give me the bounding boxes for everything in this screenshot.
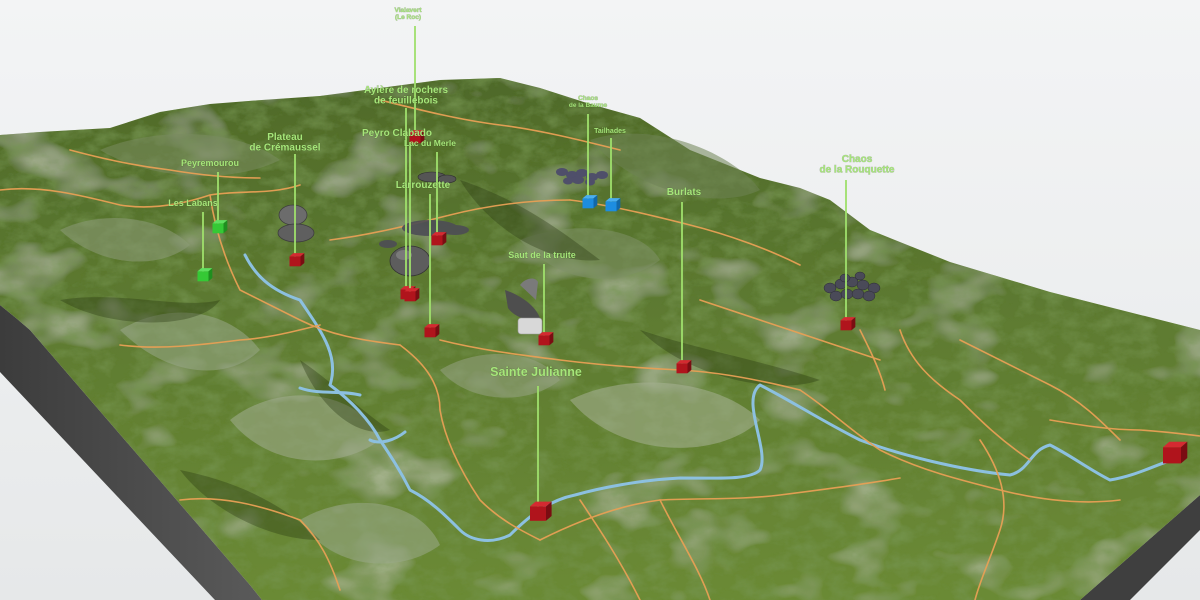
place-lac-du-merle[interactable]: Lac du Merle: [404, 138, 457, 246]
ayiere-label-line-1: Ayière de rochers: [364, 85, 449, 96]
peyremourou-label-line-1: Peyremourou: [181, 158, 239, 168]
vialavert-marker[interactable]: [409, 133, 421, 144]
chaos-baume-marker-top: [582, 195, 598, 199]
saut-truite-marker[interactable]: [538, 335, 550, 346]
peyro-clabado-marker-side: [415, 288, 420, 302]
rock-flat-lac-du-merle-icon: [417, 171, 457, 184]
place-saut-truite[interactable]: Saut de la truite: [508, 250, 576, 346]
place-sainte-julianne[interactable]: Sainte Julianne: [490, 365, 582, 521]
chaos-rouquette-label-line-1: Chaos: [842, 154, 873, 165]
larrouzette-marker-side: [435, 324, 440, 338]
les-labans-label-line-1: Les Labans: [168, 198, 218, 208]
chaos-baume-marker[interactable]: [582, 198, 594, 209]
sainte-julianne-label-line-1: Sainte Julianne: [490, 365, 582, 379]
burlats-marker-side: [687, 360, 692, 374]
chaos-rouquette-marker-side: [851, 317, 856, 331]
peyremourou-marker[interactable]: [212, 223, 224, 234]
les-labans-marker[interactable]: [197, 271, 209, 282]
east-marker-marker-top: [1163, 441, 1188, 448]
les-labans-marker-side: [208, 268, 213, 282]
tailhades-marker-side: [616, 198, 621, 212]
lac-du-merle-label-line-1: Lac du Merle: [404, 138, 456, 148]
larrouzette-label-line-1: Larrouzette: [396, 180, 451, 191]
peyro-clabado-label-line-1: Peyro Clabado: [362, 128, 432, 139]
plateau-marker-side: [300, 253, 305, 267]
vialavert-marker-top: [409, 130, 425, 134]
vialavert-label-line-2: (Le Roc): [395, 14, 421, 21]
tailhades-marker-top: [605, 198, 621, 202]
sainte-julianne-marker-top: [530, 501, 552, 507]
terrain-left-wall: [0, 305, 262, 600]
plateau-label-line-1: Plateau: [267, 132, 303, 143]
chaos-baume-marker-side: [593, 195, 598, 209]
place-burlats[interactable]: Burlats: [666, 187, 702, 374]
rock-saut-de-la-truite-icon: [505, 278, 543, 335]
larrouzette-marker[interactable]: [424, 327, 436, 338]
rock-chaos-rouquette-icon: [823, 271, 881, 302]
place-les-labans[interactable]: Les Labans: [168, 198, 218, 282]
peyro-clabado-marker[interactable]: [404, 291, 416, 302]
east-marker-marker[interactable]: [1163, 447, 1181, 464]
east-marker-marker-side: [1181, 441, 1188, 464]
plateau-label-line-2: de Crémaussel: [249, 143, 320, 154]
plateau-marker[interactable]: [289, 256, 301, 267]
tailhades-marker[interactable]: [605, 201, 617, 212]
rivers: [243, 253, 1182, 542]
chaos-baume-label-line-2: de la Baume: [569, 102, 608, 109]
chaos-rouquette-marker[interactable]: [840, 320, 852, 331]
chaos-rouquette-label-line-2: de la Rouquette: [819, 165, 894, 176]
chaos-baume-label-line-1: Chaos: [578, 95, 598, 102]
larrouzette-marker-top: [424, 324, 440, 328]
plateau-marker-top: [289, 253, 305, 257]
place-vialavert[interactable]: Vialavert(Le Roc): [394, 7, 425, 144]
burlats-label-line-1: Burlats: [667, 187, 702, 198]
saut-truite-label-line-1: Saut de la truite: [508, 250, 576, 260]
peyro-clabado-marker-top: [404, 288, 420, 292]
les-labans-marker-top: [197, 268, 213, 272]
burlats-marker-top: [676, 360, 692, 364]
place-peyro-clabado[interactable]: Peyro Clabado: [362, 128, 432, 302]
saut-truite-marker-top: [538, 332, 554, 336]
place-tailhades[interactable]: Tailhades: [594, 128, 626, 212]
rock-chaos-baume-icon: [556, 168, 608, 186]
lac-du-merle-marker[interactable]: [431, 235, 443, 246]
sainte-julianne-marker-side: [546, 501, 552, 521]
chaos-rouquette-marker-top: [840, 317, 856, 321]
saut-truite-marker-side: [549, 332, 554, 346]
relief-shading: [60, 133, 760, 564]
tailhades-label-line-1: Tailhades: [594, 128, 626, 135]
lac-du-merle-marker-top: [431, 232, 447, 236]
peyremourou-marker-side: [223, 220, 228, 234]
place-larrouzette[interactable]: Larrouzette: [395, 180, 451, 338]
place-east-marker[interactable]: [1163, 441, 1188, 464]
burlats-marker[interactable]: [676, 363, 688, 374]
vialavert-marker-side: [420, 130, 425, 144]
lac-du-merle-marker-side: [442, 232, 447, 246]
ayiere-label-line-2: de feuillebois: [374, 96, 438, 107]
sainte-julianne-marker[interactable]: [530, 506, 546, 521]
trails: [0, 99, 1200, 600]
place-peyremourou[interactable]: Peyremourou: [181, 158, 239, 234]
vialavert-label-line-1: Vialavert: [395, 7, 423, 14]
peyremourou-marker-top: [212, 220, 228, 224]
